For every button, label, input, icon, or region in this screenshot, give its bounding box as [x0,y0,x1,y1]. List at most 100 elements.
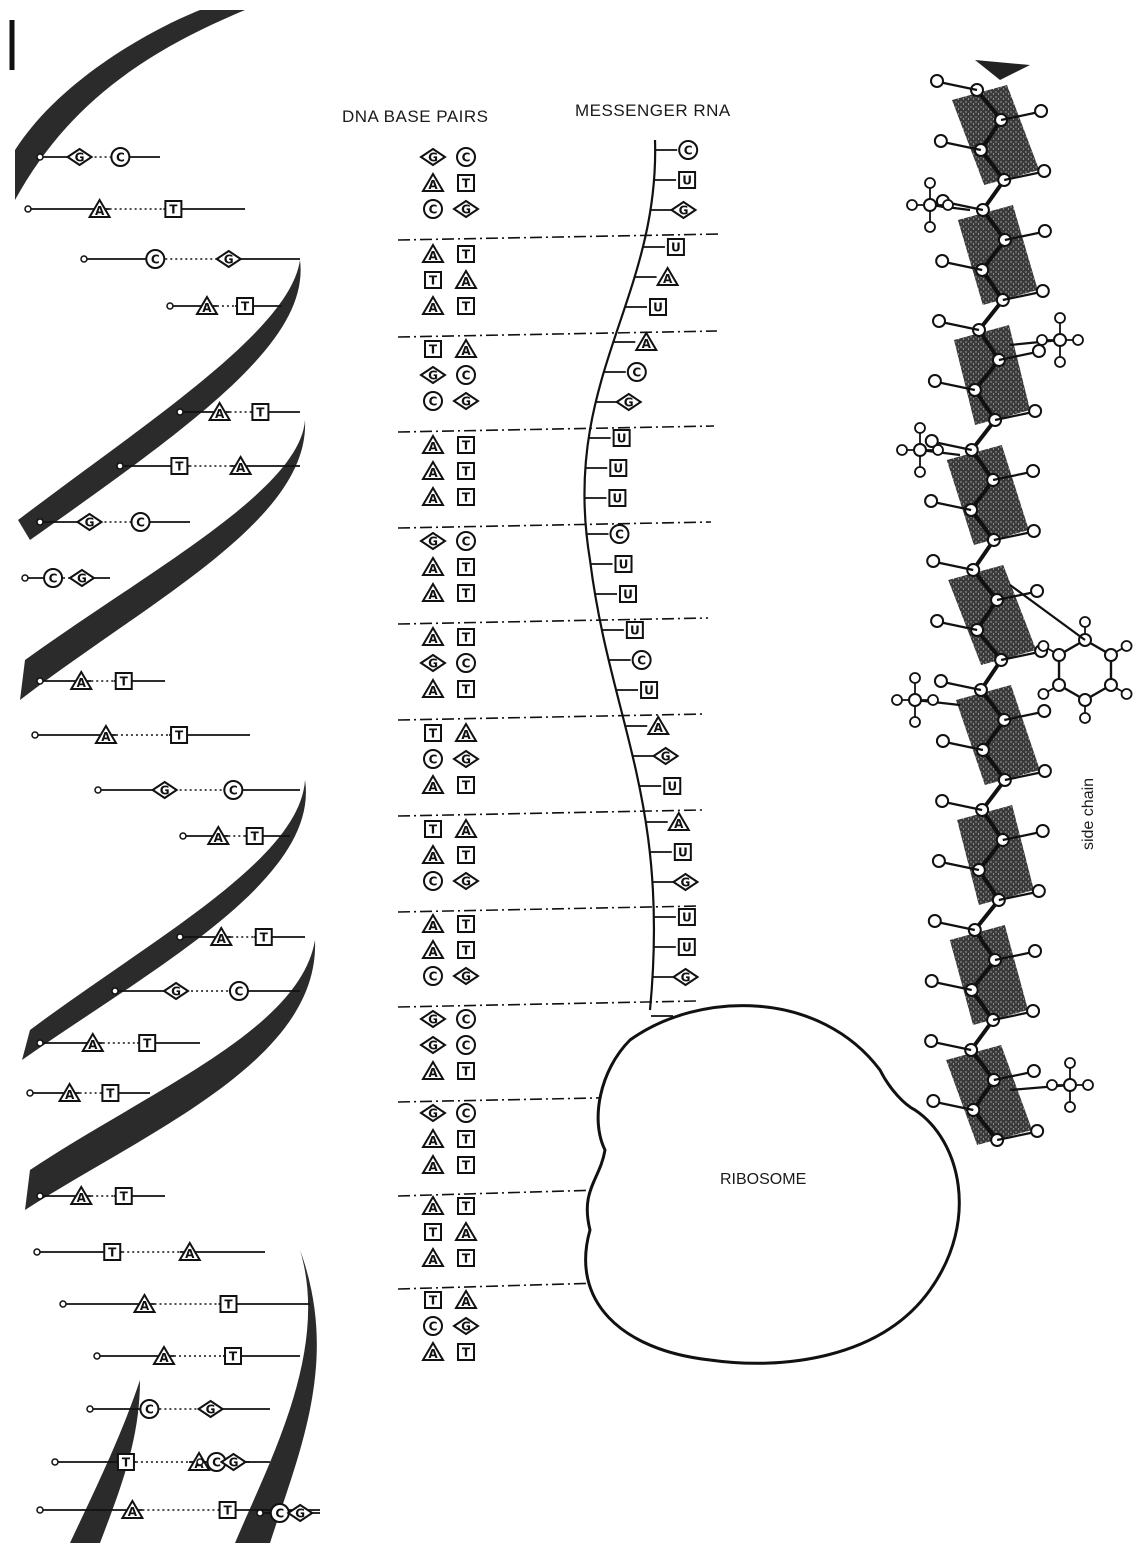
chain-atom [1035,105,1047,117]
rung-end [52,1459,58,1465]
peptide-plate [954,325,1030,425]
mrna-base: A [646,813,689,831]
rung-end [117,463,123,469]
uracil-base-symbol: U [616,556,632,572]
thymine-letter: T [462,779,471,793]
cytosine-base-symbol: C [424,1317,442,1335]
thymine-base-symbol: T [139,1035,155,1051]
adenine-base-symbol: A [423,846,443,864]
hydrogen-atom [943,200,953,210]
adenine-letter: A [428,178,438,192]
chain-atom [1039,765,1051,777]
cytosine-letter: C [151,253,160,267]
thymine-base-symbol: T [458,1131,474,1147]
chain-atom [931,615,943,627]
thymine-letter: T [120,1190,129,1204]
thymine-base-symbol: T [425,272,441,288]
helix-rung: CG [81,250,300,268]
adenine-letter: A [674,817,684,831]
adenine-base-symbol: A [423,680,443,698]
chain-atom [926,975,938,987]
chain-atom [1029,405,1041,417]
cytosine-base-symbol: C [140,1400,158,1418]
base-pair: AT [423,462,474,480]
guanine-base-symbol: G [164,983,188,999]
uracil-letter: U [619,558,629,572]
cytosine-letter: C [462,1107,471,1121]
guanine-base-symbol: G [68,149,92,165]
guanine-letter: G [171,985,181,999]
adenine-letter: A [461,275,471,289]
adenine-letter: A [88,1038,98,1052]
guanine-letter: G [661,750,671,764]
guanine-base-symbol: G [288,1505,312,1521]
carbon-atom [924,199,936,211]
adenine-base-symbol: A [423,488,443,506]
adenine-letter: A [185,1247,195,1261]
thymine-base-symbol: T [220,1296,236,1312]
mrna-base: C [609,651,651,669]
adenine-letter: A [428,1160,438,1174]
mrna-base: U [589,430,630,446]
base-pair: AT [423,584,474,602]
cytosine-base-symbol: C [230,982,248,1000]
thymine-letter: T [462,561,471,575]
ribosome-label: RIBOSOME [720,1171,806,1188]
mrna-base: A [613,333,656,351]
base-pair: GC [421,654,475,672]
guanine-base-symbol: G [454,968,478,984]
codon-group: ATATAT [423,436,474,506]
codon-group: TAATCG [423,820,478,890]
hydrogen-atom [892,695,902,705]
hydrogen-atom [1080,713,1090,723]
hydrogen-atom [1055,313,1065,323]
guanine-base-symbol: G [421,1011,445,1027]
mrna-base: C [655,141,697,159]
mrna-base: A [625,717,668,735]
rung-end [32,732,38,738]
thymine-letter: T [462,918,471,932]
guanine-letter: G [428,1013,438,1027]
side-chain-label: side chain [1080,778,1097,850]
guanine-letter: G [624,396,634,410]
adenine-letter: A [428,492,438,506]
thymine-letter: T [260,931,269,945]
adenine-letter: A [95,204,105,218]
uracil-letter: U [682,941,692,955]
carbon-atom [1079,694,1091,706]
adenine-base-symbol: A [456,271,476,289]
uracil-base-symbol: U [664,778,680,794]
base-pair: GC [421,1010,475,1028]
mrna-base: U [654,939,695,955]
thymine-letter: T [462,631,471,645]
guanine-letter: G [428,657,438,671]
cytosine-base-symbol: C [457,654,475,672]
uracil-base-symbol: U [610,460,626,476]
thymine-letter: T [175,460,184,474]
helix-rung: AT [37,672,165,690]
adenine-letter: A [428,588,438,602]
thymine-base-symbol: T [118,1454,134,1470]
cytosine-letter: C [615,528,624,542]
thymine-base-symbol: T [171,458,187,474]
adenine-letter: A [215,407,225,421]
thymine-base-symbol: T [458,559,474,575]
uracil-base-symbol: U [609,490,625,506]
thymine-letter: T [462,177,471,191]
chain-atom [1029,945,1041,957]
guanine-letter: G [461,395,471,409]
chain-end-cap [975,60,1030,80]
cytosine-base-symbol: C [44,569,62,587]
mrna-base: G [652,874,697,890]
guanine-base-symbol: G [454,873,478,889]
hydrogen-atom [925,178,935,188]
base-pair: CG [424,872,478,890]
thymine-letter: T [462,439,471,453]
uracil-base-symbol: U [627,622,643,638]
adenine-letter: A [428,440,438,454]
hydrogen-atom [1065,1058,1075,1068]
hydrogen-atom [1122,689,1132,699]
ring-bond [1059,640,1111,700]
adenine-letter: A [428,301,438,315]
